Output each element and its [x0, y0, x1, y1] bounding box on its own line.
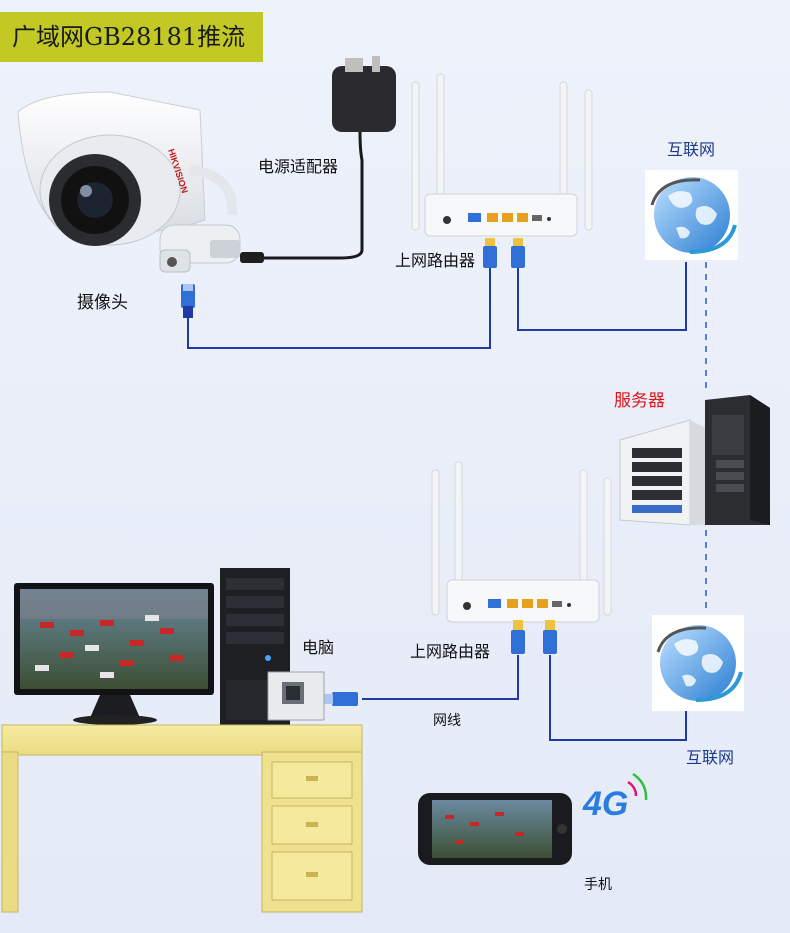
pc-tower	[220, 568, 325, 726]
cable-camera-router	[187, 268, 491, 349]
label-cable: 网线	[433, 713, 461, 729]
cable-router-internet-top	[517, 262, 687, 331]
router-top	[411, 73, 593, 237]
label-phone: 手机	[584, 877, 612, 893]
4g-text: 4G	[582, 785, 628, 823]
label-server: 服务器	[614, 391, 665, 411]
label-internet-top: 互联网	[667, 140, 716, 159]
label-router-bottom: 上网路由器	[410, 642, 491, 661]
ethernet-connector	[543, 620, 557, 654]
globe-icon-bottom	[652, 615, 744, 711]
label-computer: 电脑	[302, 638, 335, 657]
phone-device	[418, 793, 572, 865]
label-router-top: 上网路由器	[395, 251, 476, 270]
cable-computer-router	[362, 655, 519, 700]
label-camera: 摄像头	[77, 293, 128, 313]
label-power-adapter: 电源适配器	[258, 157, 339, 176]
monitor-device	[14, 583, 214, 725]
desk	[1, 724, 363, 913]
ethernet-connector	[511, 620, 525, 654]
router-bottom	[431, 461, 612, 623]
4g-badge: 4G	[582, 772, 648, 823]
diagram-title: 广域网GB28181推流	[0, 12, 263, 62]
camera-device: HIKVISION	[17, 91, 241, 273]
ethernet-connector	[511, 238, 525, 268]
ethernet-connector	[483, 238, 497, 268]
label-internet-bottom: 互联网	[686, 748, 735, 767]
power-adapter	[240, 56, 396, 263]
cable-router-internet-bottom	[549, 655, 687, 741]
ethernet-connector	[323, 692, 358, 706]
server-device	[619, 395, 770, 526]
globe-icon-top	[645, 170, 738, 260]
ethernet-connector	[181, 284, 195, 318]
